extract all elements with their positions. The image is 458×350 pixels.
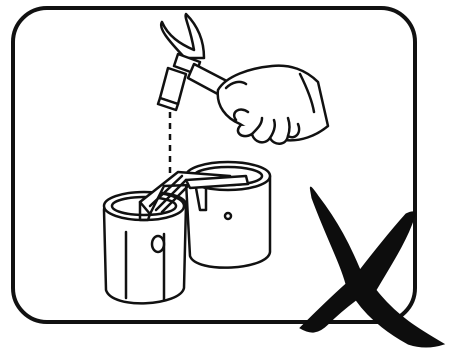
- warning-illustration: [0, 0, 458, 350]
- illustration-canvas: [0, 0, 458, 350]
